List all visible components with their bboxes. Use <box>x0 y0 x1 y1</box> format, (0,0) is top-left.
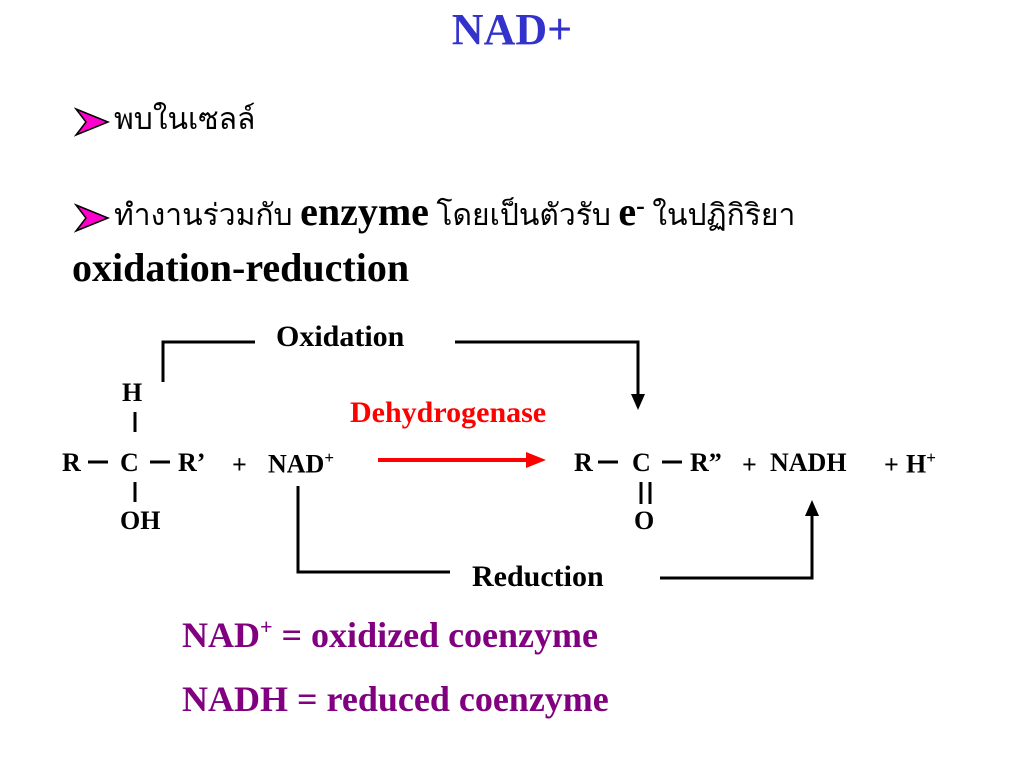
bullet-line2: oxidation-reduction <box>72 245 410 290</box>
bullet-text-post: ในปฏิกิริยา <box>652 199 796 232</box>
left-r-group: R <box>62 448 81 477</box>
bullet-found-in-cell: พบในเซลล์ <box>74 96 255 143</box>
right-r-double: R” <box>690 448 722 477</box>
bullet-works-with-enzyme: ทำงานร่วมกับ enzyme โดยเป็นตัวรับ e- ในป… <box>74 188 795 239</box>
nad-definition: NAD+ = oxidized coenzyme <box>182 614 598 656</box>
right-plus-1: + <box>742 450 757 479</box>
nadh-product: NADH <box>770 448 847 477</box>
left-c-atom: C <box>120 448 139 477</box>
nad-def-text: NAD <box>182 615 260 655</box>
nad-def-rest: = oxidized coenzyme <box>272 615 598 655</box>
left-oh-group: OH <box>120 506 161 535</box>
oxidation-bracket-right <box>455 340 640 398</box>
left-r-prime: R’ <box>178 448 206 477</box>
right-c-atom: C <box>632 448 651 477</box>
reduction-bracket-left <box>296 486 450 574</box>
bullet-arrow-icon <box>74 203 110 233</box>
proton-charge: + <box>926 448 936 467</box>
bullet-text-pre: ทำงานร่วมกับ <box>114 199 293 232</box>
page-title: NAD+ <box>451 5 573 54</box>
oxidation-arrowhead <box>631 394 645 410</box>
nad-def-charge: + <box>260 614 273 639</box>
right-o-atom: O <box>634 506 655 535</box>
proton-product: H+ <box>906 448 936 480</box>
left-h-atom: H <box>122 378 143 407</box>
bullet-arrow-icon <box>74 107 110 137</box>
nad-reactant: NAD+ <box>268 448 334 480</box>
reduction-arrowhead <box>805 500 819 516</box>
enzyme-label: Dehydrogenase <box>350 396 547 429</box>
oxidation-bracket-left <box>161 340 255 382</box>
nadh-definition: NADH = reduced coenzyme <box>182 679 609 719</box>
bullet-text: พบในเซลล์ <box>114 103 256 136</box>
reduction-bracket-right <box>660 512 814 580</box>
proton-text: H <box>906 449 927 479</box>
bullet-text-mid: โดยเป็นตัวรับ <box>436 199 611 232</box>
electron-charge: - <box>636 191 645 220</box>
reaction-arrowhead <box>526 452 546 468</box>
nad-charge: + <box>324 448 335 467</box>
nad-text: NAD <box>268 449 325 479</box>
oxidation-label: Oxidation <box>276 320 405 353</box>
left-plus: + <box>232 450 247 479</box>
right-plus-2: + <box>884 450 899 479</box>
reduction-label: Reduction <box>472 560 604 593</box>
right-r-group: R <box>574 448 593 477</box>
enzyme-word: enzyme <box>300 189 429 234</box>
electron-symbol: e <box>618 189 637 234</box>
